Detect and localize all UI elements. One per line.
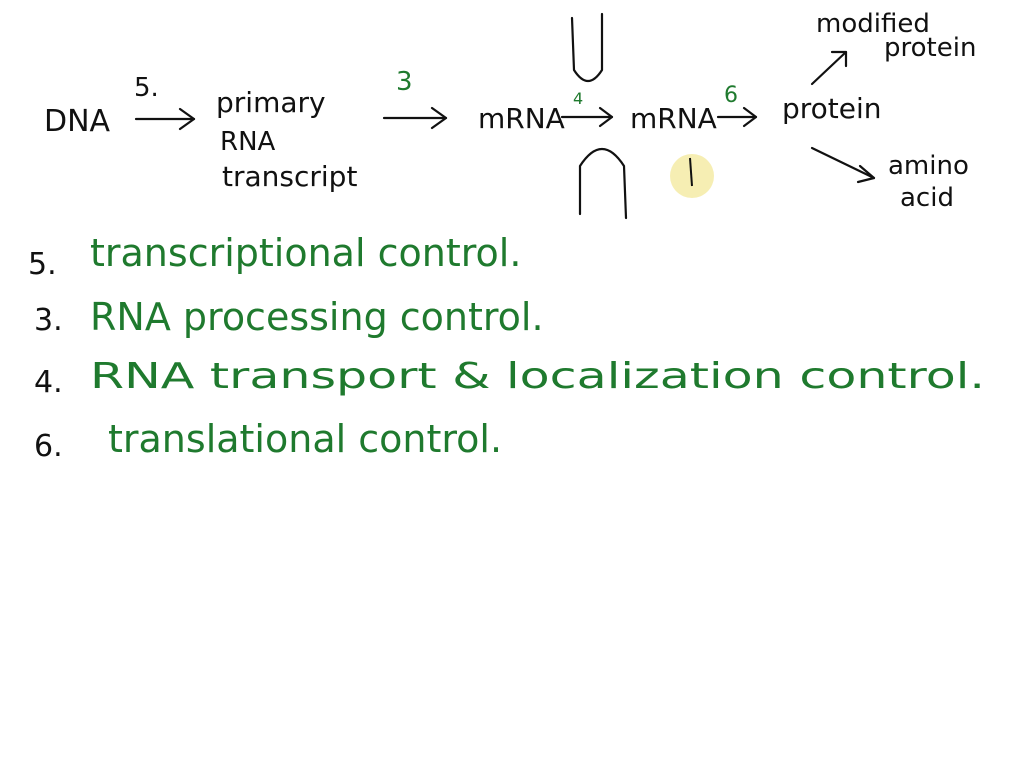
legend-num-4: 6. bbox=[34, 429, 63, 464]
legend-num-1: 5. bbox=[28, 247, 57, 282]
legend-text-1: transcriptional control. bbox=[90, 231, 521, 275]
node-mrna-cytoplasm: mRNA bbox=[630, 102, 717, 135]
arrow-primary-to-mrna bbox=[382, 106, 448, 130]
node-mrna-nucleus: mRNA bbox=[478, 102, 565, 135]
legend-num-2: 3. bbox=[34, 303, 63, 338]
node-modified-line2: protein bbox=[884, 33, 976, 63]
step-label-3: 3 bbox=[396, 67, 413, 97]
step-label-5: 5. bbox=[134, 73, 159, 103]
node-primary-line2: RNA bbox=[220, 127, 276, 157]
node-primary-line1: primary bbox=[216, 86, 326, 119]
node-amino-line1: amino bbox=[888, 151, 969, 181]
node-amino-line2: acid bbox=[900, 183, 954, 213]
arrow-to-amino-acid bbox=[810, 146, 876, 184]
node-protein: protein bbox=[782, 92, 882, 125]
legend-num-3: 4. bbox=[34, 365, 63, 400]
legend-text-2: RNA processing control. bbox=[90, 295, 544, 339]
step-label-6: 6 bbox=[724, 83, 738, 108]
arrow-to-modified-protein bbox=[810, 50, 848, 86]
arrow-dna-to-primary bbox=[134, 107, 196, 131]
arrow-nuclear-export bbox=[560, 106, 614, 128]
nuclear-pore-bottom bbox=[578, 148, 628, 220]
arrow-mrna-to-protein bbox=[716, 106, 758, 128]
legend-text-4: translational control. bbox=[108, 417, 502, 461]
node-dna: DNA bbox=[44, 104, 111, 139]
node-modified-line1: modified bbox=[816, 9, 930, 39]
step-label-4: 4 bbox=[573, 89, 583, 108]
nuclear-pore-top bbox=[570, 12, 604, 83]
legend-text-3: RNA transport & localization control. bbox=[90, 356, 985, 397]
node-primary-line3: transcript bbox=[222, 160, 357, 193]
pointer-cursor bbox=[689, 157, 693, 187]
